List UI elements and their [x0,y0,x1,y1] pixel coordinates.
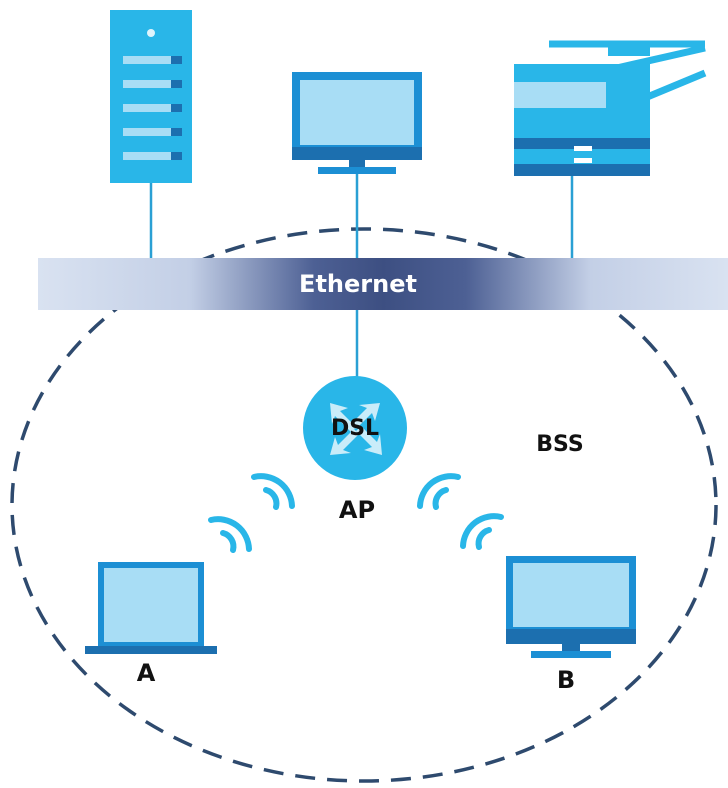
wifi-signal-icon [208,473,295,553]
bss-boundary [10,227,718,783]
server-icon [110,10,192,183]
station-b-label: B [557,666,575,694]
ethernet-label: Ethernet [299,270,417,298]
monitor-icon [506,556,636,658]
wifi-signal-icon [417,473,504,550]
printer-icon [514,40,707,176]
ap-label: AP [339,496,375,524]
station-a-label: A [137,659,156,687]
ap-device-label: DSL [331,416,379,441]
bss-label: BSS [536,432,583,457]
router-icon [303,376,407,480]
desktop-monitor-icon [292,72,422,174]
ethernet-backbone [38,258,728,310]
laptop-icon [85,562,217,654]
